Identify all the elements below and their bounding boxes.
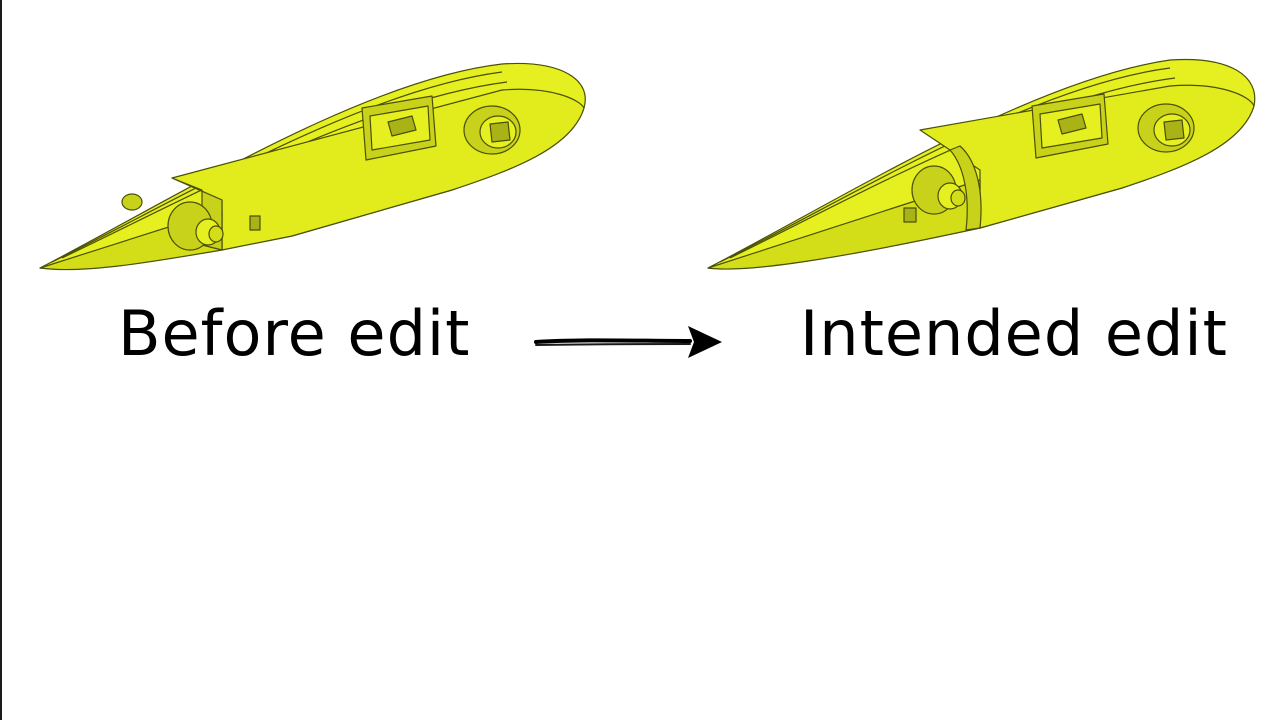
front-boss-key (489, 121, 511, 143)
rear-peg-tip (208, 225, 224, 243)
wing-top-stripe (719, 67, 1171, 263)
slot-tab (387, 115, 417, 137)
right-arrow-icon (534, 326, 722, 358)
front-boss-key (1163, 119, 1185, 141)
rear-peg-tip (950, 189, 966, 207)
slot-tab (1057, 113, 1087, 135)
before-label: Before edit (118, 297, 471, 370)
wing-top-stripe (51, 71, 503, 263)
left-border (0, 0, 2, 720)
before-wing-model (39, 62, 586, 271)
small-nub (121, 193, 143, 211)
square-cutout (903, 207, 917, 223)
after-label: Intended edit (800, 297, 1228, 370)
wing-curved-step (949, 145, 982, 231)
wing-top-stripe-2 (729, 77, 1176, 259)
after-wing-model (707, 58, 1256, 270)
wing-leading-edge (707, 179, 981, 270)
square-cutout (249, 215, 261, 231)
